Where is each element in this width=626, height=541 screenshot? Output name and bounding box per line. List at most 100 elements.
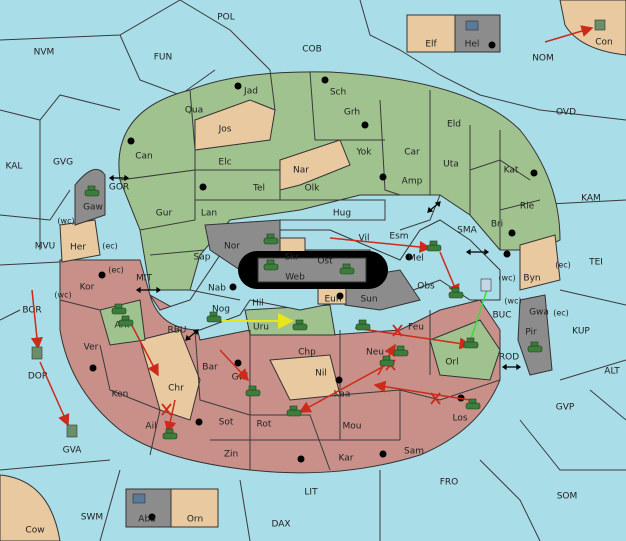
label-gur: Gur bbox=[156, 209, 173, 219]
province-elf[interactable] bbox=[406, 14, 456, 53]
army-unit bbox=[245, 385, 261, 397]
label-jos: Jos bbox=[218, 125, 232, 135]
units[interactable] bbox=[84, 185, 543, 440]
fleet-units[interactable] bbox=[31, 19, 606, 504]
label-nor: Nor bbox=[224, 242, 240, 252]
label-zin: Zin bbox=[224, 450, 238, 460]
label-jad: Jad bbox=[243, 87, 258, 97]
label-nvm: NVM bbox=[34, 48, 55, 58]
army-unit bbox=[339, 263, 355, 275]
label-ail: Ail bbox=[145, 422, 156, 432]
label-yok: Yok bbox=[355, 148, 372, 158]
label-tei: TEI bbox=[588, 258, 603, 268]
coast-tag-byn-ec: (ec) bbox=[555, 261, 571, 270]
label-nab: Nab bbox=[208, 284, 226, 294]
army-unit bbox=[162, 428, 178, 440]
fleet-unit bbox=[594, 19, 606, 31]
army-unit bbox=[355, 319, 371, 331]
province-lines bbox=[59, 69, 541, 471]
province-orl[interactable] bbox=[429, 319, 501, 381]
label-eun: Eun bbox=[324, 295, 341, 305]
label-mvu: MVU bbox=[35, 242, 56, 252]
label-kaa: Kaa bbox=[334, 390, 351, 400]
label-esm: Esm bbox=[389, 232, 408, 242]
army-unit bbox=[286, 405, 302, 417]
army-unit bbox=[463, 337, 479, 349]
label-hug: Hug bbox=[333, 209, 351, 219]
coast-tags: (wc) (ec) (ec) (wc) (wc) (ec) (wc) (ec) bbox=[54, 217, 570, 318]
label-ver: Ver bbox=[84, 343, 99, 353]
label-chp: Chp bbox=[298, 348, 316, 358]
coast-tag-gwa-ec: (ec) bbox=[553, 309, 569, 318]
label-uru: Uru bbox=[253, 323, 269, 333]
fleet-unit bbox=[465, 20, 479, 31]
label-uta: Uta bbox=[443, 160, 459, 170]
label-rot: Rot bbox=[257, 420, 272, 430]
label-nar: Nar bbox=[293, 166, 309, 176]
support-orders bbox=[222, 289, 488, 343]
army-unit bbox=[111, 303, 127, 315]
label-rie: Rie bbox=[520, 202, 535, 212]
label-pir: Pir bbox=[525, 328, 537, 338]
label-buc: BUC bbox=[492, 311, 511, 321]
province-her[interactable] bbox=[59, 219, 101, 263]
label-eld: Eld bbox=[447, 120, 461, 130]
label-sam: Sam bbox=[404, 447, 424, 457]
coast-tag-byn-wc: (wc) bbox=[498, 274, 515, 283]
label-fro: FRO bbox=[440, 478, 459, 488]
label-mit: MIT bbox=[136, 274, 152, 284]
army-unit bbox=[379, 355, 395, 367]
province-orn[interactable] bbox=[170, 488, 219, 528]
army-unit bbox=[527, 341, 543, 353]
label-bri: Bri bbox=[491, 220, 503, 230]
province-chr[interactable] bbox=[139, 329, 201, 421]
coast-tag-kor-ec: (ec) bbox=[108, 266, 124, 275]
label-grh: Grh bbox=[344, 108, 360, 118]
province-gaw[interactable] bbox=[74, 168, 106, 226]
label-mou: Mou bbox=[343, 422, 362, 432]
label-tel: Tel bbox=[252, 184, 265, 194]
label-nog: Nog bbox=[212, 305, 230, 315]
label-dor: DOR bbox=[28, 372, 48, 382]
army-unit bbox=[465, 398, 481, 410]
label-car: Car bbox=[404, 148, 420, 158]
label-rbu: RBU bbox=[167, 326, 186, 336]
label-rod: ROD bbox=[499, 353, 519, 363]
label-neu: Neu bbox=[366, 348, 384, 358]
army-unit bbox=[263, 259, 279, 271]
label-ken: Ken bbox=[112, 390, 129, 400]
label-dax: DAX bbox=[271, 520, 290, 530]
label-cob: COB bbox=[302, 45, 322, 55]
label-hil: Hil bbox=[252, 299, 264, 309]
label-ost: Ost bbox=[317, 257, 333, 267]
label-gwa: Gwa bbox=[529, 308, 549, 318]
label-kar: Kar bbox=[339, 454, 354, 464]
label-aba: Aba bbox=[138, 515, 155, 525]
label-gva: GVA bbox=[63, 446, 83, 456]
province-pir[interactable] bbox=[517, 294, 553, 376]
label-mel: Mel bbox=[408, 254, 424, 264]
label-nom: NOM bbox=[532, 54, 554, 64]
label-olk: Olk bbox=[305, 184, 321, 194]
label-obs: Obs bbox=[417, 282, 435, 292]
label-kor: Kor bbox=[80, 283, 95, 293]
army-unit bbox=[292, 319, 308, 331]
order-arrows bbox=[30, 25, 594, 434]
label-gaw: Gaw bbox=[83, 203, 103, 213]
label-can: Can bbox=[135, 152, 153, 162]
army-unit bbox=[448, 287, 464, 299]
label-sap: Sap bbox=[194, 253, 211, 263]
label-chr: Chr bbox=[168, 384, 184, 394]
army-unit bbox=[426, 240, 442, 252]
failed-order-marks bbox=[161, 324, 441, 416]
label-kup: KUP bbox=[572, 327, 590, 337]
adjacency-arrows bbox=[108, 174, 522, 371]
label-sot: Sot bbox=[219, 418, 234, 428]
label-cow: Cow bbox=[25, 526, 44, 536]
label-alt: ALT bbox=[604, 367, 620, 377]
province-byn[interactable] bbox=[519, 234, 561, 291]
label-hel: Hel bbox=[465, 40, 480, 50]
label-gvp: GVP bbox=[556, 403, 575, 413]
label-qua: Qua bbox=[185, 106, 203, 116]
